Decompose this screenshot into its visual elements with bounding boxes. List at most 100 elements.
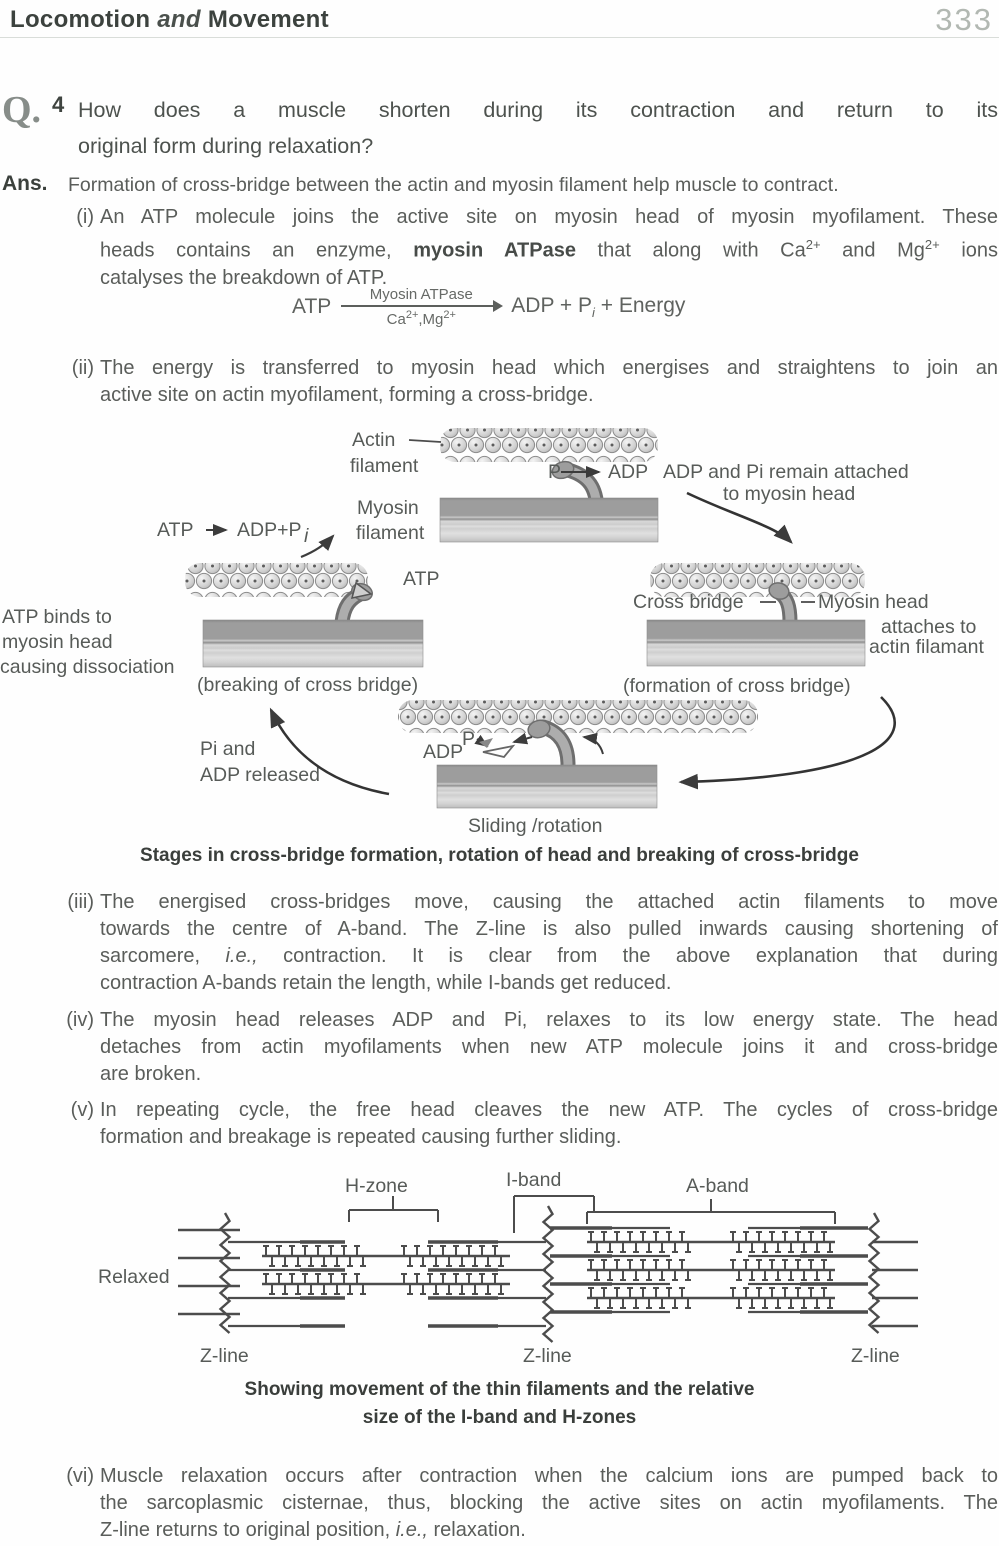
cross-bridge-label: Cross bridge	[633, 591, 744, 613]
z-line-label-mid: Z-line	[523, 1345, 572, 1367]
item-vi-line2: the sarcoplasmic cisternae, thus, blocki…	[100, 1492, 998, 1514]
h-zone-label: H-zone	[345, 1175, 408, 1197]
sliding-label: Sliding /rotation	[468, 815, 602, 837]
item-iv-line1: The myosin head releases ADP and Pi, rel…	[100, 1009, 998, 1031]
atp-binds-note-2: myosin head	[2, 631, 113, 653]
energize-arrow	[300, 534, 335, 559]
equation-catalyst: Myosin ATPase Ca2+,Mg2+	[341, 286, 504, 328]
myosin-label-2: filament	[356, 522, 425, 544]
figure1-caption: Stages in cross-bridge formation, rotati…	[140, 845, 859, 866]
item-i-line1: An ATP molecule joins the active site on…	[100, 206, 998, 228]
reaction-arrow	[341, 300, 504, 312]
myosin-filament-graphic-bottom	[436, 764, 658, 809]
released-note-1: Pi and	[200, 738, 255, 760]
actin-filament-graphic-right	[650, 563, 865, 597]
equation-lhs: ATP	[292, 295, 332, 318]
item-number: (v)	[70, 1099, 94, 1121]
item-v-line1: In repeating cycle, the free head cleave…	[100, 1099, 998, 1121]
myosin-head-note-3: actin filamant	[869, 636, 984, 658]
myosin-filament-graphic-right	[646, 619, 866, 667]
released-adp-glyph	[479, 738, 493, 748]
page-header: Locomotion and Movement	[10, 6, 329, 34]
breaking-note: (breaking of cross bridge)	[197, 674, 418, 696]
item-iii-line2: towards the centre of A-band. The Z-line…	[100, 918, 998, 940]
item-iii-line3: sarcomere, i.e., contraction. It is clea…	[100, 945, 998, 967]
item-number: (iii)	[67, 891, 94, 913]
note-attached-1: ADP and Pi remain attached	[663, 461, 909, 483]
p-label: P	[548, 461, 561, 483]
atp-molecule-triangle	[350, 581, 373, 599]
question-text: How does a muscle shorten during its con…	[78, 92, 998, 164]
adp-pi-label: ADP+P	[237, 519, 302, 541]
item-i-line2: heads contains an enzyme, myosin ATPase …	[100, 237, 999, 262]
p-superscript-label: P	[462, 728, 475, 750]
myosin-filament-graphic-left	[202, 619, 424, 668]
rotation-arrow	[582, 732, 604, 755]
question-line-2: original form during relaxation?	[78, 134, 374, 158]
a-band-label: A-band	[686, 1175, 749, 1197]
myosin-filament-graphic-top	[439, 497, 659, 543]
chapter-title-and: and	[157, 6, 201, 33]
a-band-bracket	[586, 1199, 836, 1224]
myosin-head-note-1: Myosin head	[818, 591, 929, 613]
header-divider	[0, 37, 999, 38]
release-arrow	[512, 732, 533, 745]
chapter-title-part1: Locomotion	[10, 6, 151, 33]
item-iv-line2: detaches from actin myofilaments when ne…	[100, 1036, 998, 1058]
item-number: (vi)	[66, 1465, 94, 1487]
item-iii-line1: The energised cross-bridges move, causin…	[100, 891, 998, 913]
atp-binds-note-3: causing dissociation	[0, 656, 175, 678]
item-vi-line1: Muscle relaxation occurs after contracti…	[100, 1465, 998, 1487]
released-phosphate-glyph	[482, 744, 516, 759]
item-ii-line1: The energy is transferred to myosin head…	[100, 357, 998, 379]
equation-rhs: ADP + Pi + Energy	[511, 293, 686, 321]
actin-filament-graphic-bottom	[398, 700, 758, 733]
note-attached-2: to myosin head	[723, 483, 855, 505]
actin-leader-line	[408, 439, 442, 443]
sarcomere-filaments	[178, 1205, 918, 1343]
figure2-caption-line2: size of the I-band and H-zones	[362, 1407, 637, 1428]
answer-item-v: (v) In repeating cycle, the free head cl…	[71, 1097, 998, 1151]
z-line-label-right: Z-line	[851, 1345, 900, 1367]
actin-label-1: Actin	[352, 429, 395, 451]
item-vi-line3: Z-line returns to original position, i.e…	[100, 1519, 526, 1541]
item-number: (ii)	[71, 357, 94, 379]
question-number: 4	[52, 92, 65, 117]
myosin-label-1: Myosin	[357, 497, 419, 519]
i-band-label: I-band	[506, 1169, 561, 1191]
item-iii-line4: contraction A-bands retain the length, w…	[100, 972, 672, 994]
atp-left-label: ATP	[403, 568, 439, 590]
item-ii-line2: active site on actin myofilament, formin…	[100, 384, 594, 406]
myosin-head-tip-bottom	[527, 719, 551, 739]
answer-item-iii: (iii) The energised cross-bridges move, …	[67, 889, 998, 997]
actin-filament-graphic-left	[185, 563, 368, 597]
question-mark-glyph: Q.	[2, 89, 42, 131]
chapter-title-part2: Movement	[207, 6, 329, 33]
figure2-caption-line1: Showing movement of the thin filaments a…	[244, 1379, 755, 1400]
h-zone-bracket	[348, 1196, 439, 1222]
item-number: (i)	[76, 206, 94, 228]
equation-enzyme: Myosin ATPase	[369, 286, 473, 303]
sarcomere-figure: H-zone I-band A-band Relaxed Z-line Z-li…	[98, 1169, 918, 1367]
cycle-arrow-top-right	[686, 491, 793, 544]
figure2-caption: Showing movement of the thin filaments a…	[0, 1376, 999, 1432]
answer-item-iv: (iv) The myosin head releases ADP and Pi…	[66, 1007, 998, 1088]
actin-filament-graphic-top	[440, 428, 658, 462]
answer-label: Ans.	[2, 172, 48, 195]
myosin-head-note-2: attaches to	[881, 616, 977, 638]
adp-pi-subscript: i	[304, 525, 309, 547]
answer-item-i: (i) An ATP molecule joins the active sit…	[76, 204, 999, 292]
equation-ions: Ca2+,Mg2+	[386, 309, 456, 328]
myosin-head-tip-top	[551, 460, 575, 480]
formation-note: (formation of cross bridge)	[623, 675, 851, 697]
answer-intro: Formation of cross-bridge between the ac…	[68, 174, 839, 196]
cycle-arrow-right-bottom	[678, 696, 896, 790]
cycle-arrow-bottom-left	[269, 707, 390, 796]
i-band-bracket	[513, 1195, 595, 1233]
adp-bottom-label: ADP	[423, 741, 463, 763]
atp-hydrolysis-lhs: ATP	[157, 519, 193, 541]
myosin-head-tip-right	[768, 582, 790, 600]
released-note-2: ADP released	[200, 764, 320, 786]
item-iv-line3: are broken.	[100, 1063, 202, 1085]
atp-binds-note-1: ATP binds to	[2, 606, 112, 628]
